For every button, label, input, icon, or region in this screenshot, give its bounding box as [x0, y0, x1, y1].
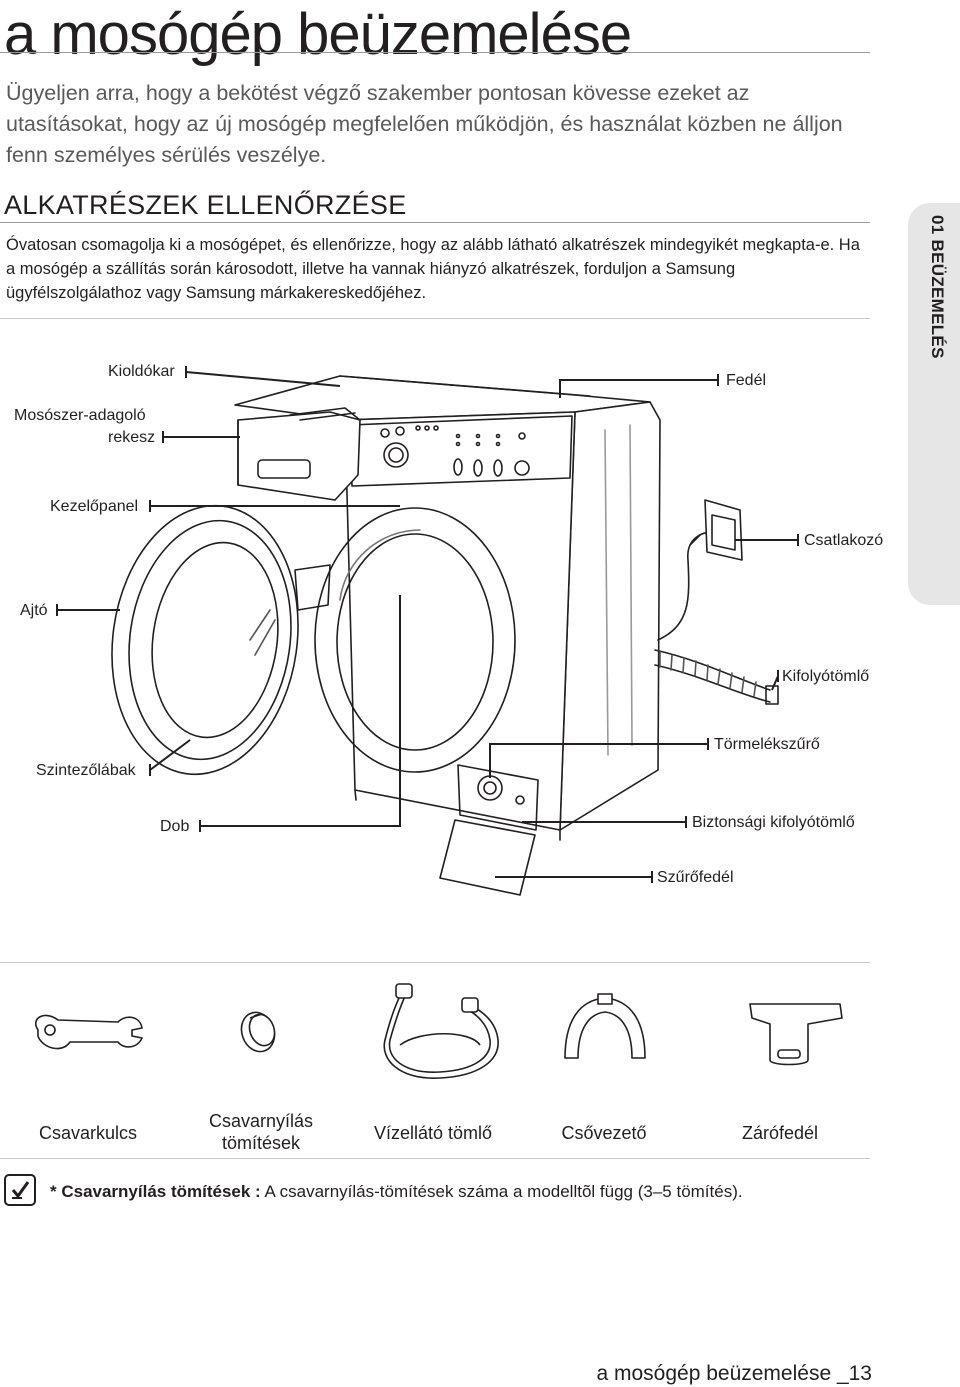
note-text: * Csavarnyílás tömítések : A csavarnyílá…	[50, 1182, 743, 1202]
label-tormelekszuro: Törmelékszűrő	[714, 736, 820, 753]
label-csatlakozo: Csatlakozó	[804, 532, 884, 549]
label-fedel: Fedél	[726, 372, 767, 389]
label-biztonsagi-kifolyotomlo: Biztonsági kifolyótömlő	[692, 814, 855, 831]
note-body: A csavarnyílás-tömítések száma a modellt…	[260, 1182, 743, 1201]
label-kifolyotomlo: Kifolyótömlő	[782, 668, 870, 685]
note-icon	[4, 1174, 36, 1206]
label-mososzer-line1: Mosószer-adagoló	[14, 407, 146, 424]
accessories-top-rule	[0, 962, 870, 963]
blanking-cap-icon	[749, 1003, 843, 1066]
accessory-label-wrench: Csavarkulcs	[38, 1123, 138, 1143]
note-bold: * Csavarnyílás tömítések :	[50, 1182, 261, 1201]
section-body: Óvatosan csomagolja ki a mosógépet, és e…	[6, 236, 860, 302]
section-title: ALKATRÉSZEK ELLENŐRZÉSE	[4, 190, 407, 220]
label-dob: Dob	[160, 818, 190, 835]
page-footer: a mosógép beüzemelése _13	[596, 1362, 872, 1385]
label-kezelopanel: Kezelőpanel	[50, 498, 139, 515]
label-kioldokar: Kioldókar	[108, 363, 175, 380]
accessory-label-blanking-cap: Zárófedél	[741, 1123, 819, 1143]
intro-text: Ügyeljen arra, hogy a bekötést végző sza…	[6, 81, 843, 167]
accessories-illustration	[35, 983, 843, 1079]
accessory-label-cap-seals: Csavarnyílás tömítések	[208, 1111, 314, 1153]
label-szintezolabak: Szintezőlábak	[36, 762, 136, 779]
label-mososzer-line2: rekesz	[108, 429, 156, 446]
label-szurofedel: Szűrőfedél	[657, 869, 734, 886]
accessory-label-hose-guide: Csővezető	[561, 1123, 647, 1143]
water-hose-icon	[383, 983, 499, 1079]
page-title: a mosógép beüzemelése	[4, 2, 632, 67]
section-end-rule	[0, 318, 870, 319]
accessories-bottom-rule	[0, 1158, 870, 1159]
cap-seal-icon	[240, 1011, 276, 1053]
section-rule	[0, 222, 870, 223]
hose-guide-icon	[564, 993, 646, 1059]
label-ajto: Ajtó	[20, 602, 48, 619]
wrench-icon	[35, 1014, 143, 1050]
washing-machine-illustration	[56, 366, 799, 896]
title-rule	[0, 52, 870, 53]
accessory-label-water-hose: Vízellátó tömlő	[373, 1123, 493, 1143]
chapter-tab[interactable]: 01 BEÜZEMELÉS	[908, 203, 960, 605]
